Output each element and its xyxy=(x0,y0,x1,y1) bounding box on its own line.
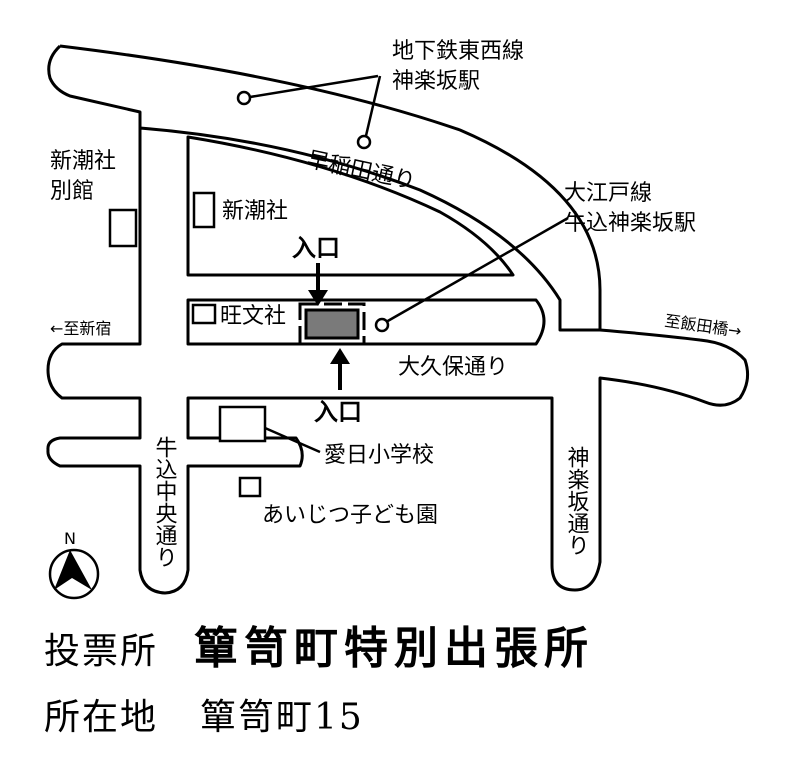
shinchosha-building xyxy=(192,191,216,229)
compass-label: N xyxy=(64,529,76,548)
aihi-school-building xyxy=(218,405,267,443)
tozai-station-marker-1 xyxy=(236,90,252,106)
compass: N xyxy=(48,529,100,600)
venue-label: 投票所 xyxy=(44,631,159,672)
entrance-arrow-top xyxy=(308,290,328,306)
shinchosha-label: 新潮社 xyxy=(222,199,288,224)
venue-name: 簞笥町特別出張所 xyxy=(194,623,595,674)
tozai-station-marker-2 xyxy=(356,134,372,150)
okubo-dori-label: 大久保通り xyxy=(398,355,508,380)
tozai-leader-2 xyxy=(363,75,382,141)
north-arrow-icon xyxy=(54,550,92,590)
waseda-dori-outer xyxy=(59,44,602,330)
shinchosha-annex-label-1: 新潮社 xyxy=(50,149,116,174)
entrance-label-top: 入口 xyxy=(292,234,340,262)
obunsha-block xyxy=(186,298,546,346)
address-row: 所在地 簞笥町15 xyxy=(44,688,364,740)
waseda-dori-label: 早稲田通り xyxy=(305,147,418,194)
kagurazaka-dori-label: 神楽坂通り xyxy=(564,446,590,556)
obunsha-label: 旺文社 xyxy=(220,304,286,329)
oedo-leader xyxy=(385,216,569,324)
shinchosha-annex-label-2: 別館 xyxy=(50,179,94,204)
tozai-station-label-2: 神楽坂駅 xyxy=(392,69,480,94)
obunsha-building xyxy=(191,303,217,325)
oedo-station-label-2: 牛込神楽坂駅 xyxy=(564,211,696,236)
ushigome-chuo-dori-label: 牛込中央通り xyxy=(152,436,178,568)
oedo-station-label-1: 大江戸線 xyxy=(564,181,652,206)
address-label: 所在地 xyxy=(44,697,159,738)
aihi-school-label: 愛日小学校 xyxy=(324,443,434,468)
aihi-leader xyxy=(264,426,321,454)
kindergarten-building xyxy=(238,476,262,498)
map: N 地下鉄東西線 神楽坂駅 早稲田通り 大江戸線 牛込神楽坂駅 新潮社 別館 新… xyxy=(46,39,750,600)
tozai-station-label-1: 地下鉄東西線 xyxy=(392,39,524,64)
to-shinjuku-label: ←至新宿 xyxy=(50,319,111,338)
address-value: 簞笥町15 xyxy=(200,697,364,738)
waseda-dori-road xyxy=(46,44,750,595)
shinchosha-annex-building xyxy=(108,208,138,248)
oedo-station-marker xyxy=(374,317,390,333)
kindergarten-label: あいじつ子ども園 xyxy=(262,503,438,528)
entrance-arrow-bottom xyxy=(330,348,350,364)
tozai-leader-1 xyxy=(249,74,379,99)
entrance-label-bottom: 入口 xyxy=(314,398,362,426)
venue-row: 投票所 簞笥町特別出張所 xyxy=(44,612,594,676)
target-building xyxy=(304,308,360,340)
